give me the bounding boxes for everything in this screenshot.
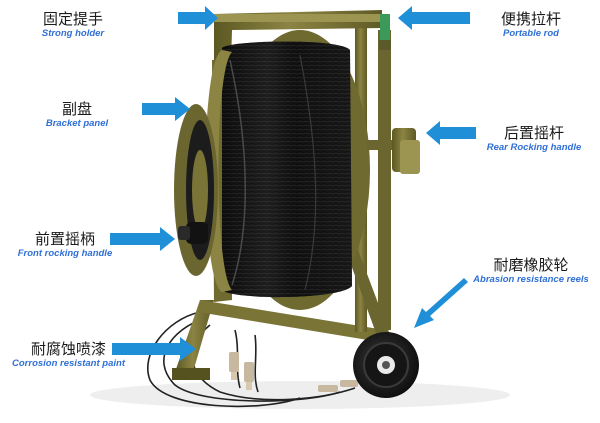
- callout-portable-rod: 便携拉杆 Portable rod: [476, 10, 586, 40]
- callout-en: Portable rod: [503, 28, 559, 39]
- portable-rod: [378, 14, 391, 330]
- callout-zh: 耐磨橡胶轮: [493, 256, 569, 274]
- cable-drum: [222, 41, 352, 298]
- arrow-corrosion-resistant-paint: [112, 337, 196, 361]
- bracket-panel: [174, 104, 218, 276]
- callout-zh: 前置摇柄: [34, 230, 95, 248]
- arrow-abrasion-resistance-reels: [414, 278, 468, 328]
- arrow-rear-rocking-handle: [426, 121, 476, 145]
- callout-arrows: [110, 6, 476, 361]
- callout-en: Strong holder: [41, 28, 105, 39]
- callout-corrosion-resistant-paint: 耐腐蚀喷漆 Corrosion resistant paint: [6, 340, 131, 370]
- front-rocking-handle: [178, 222, 208, 244]
- callout-en: Corrosion resistant paint: [12, 358, 125, 369]
- callout-bracket-panel: 副盘 Bracket panel: [32, 100, 122, 130]
- callout-strong-holder: 固定提手 Strong holder: [28, 10, 118, 40]
- callout-zh: 耐腐蚀喷漆: [30, 340, 106, 358]
- callout-en: Rear Rocking handle: [486, 142, 582, 153]
- callout-en: Front rocking handle: [17, 248, 113, 259]
- arrow-portable-rod: [398, 6, 470, 30]
- rubber-wheel: [353, 332, 419, 398]
- cable-connectors: [229, 352, 358, 392]
- arrow-bracket-panel: [142, 97, 190, 121]
- callout-zh: 固定提手: [42, 10, 103, 28]
- rear-rocking-handle: [367, 128, 420, 174]
- arrow-strong-holder: [178, 6, 218, 30]
- callout-zh: 后置摇杆: [503, 124, 564, 142]
- callout-zh: 副盘: [61, 100, 92, 118]
- callout-abrasion-resistance-reels: 耐磨橡胶轮 Abrasion resistance reels: [466, 256, 596, 286]
- callout-en: Abrasion resistance reels: [473, 274, 589, 285]
- callout-en: Bracket panel: [45, 118, 109, 129]
- arrow-front-rocking-handle: [110, 227, 175, 251]
- callout-front-rocking-handle: 前置摇柄 Front rocking handle: [10, 230, 120, 260]
- callout-zh: 便携拉杆: [500, 10, 561, 28]
- callout-rear-rocking-handle: 后置摇杆 Rear Rocking handle: [474, 124, 594, 154]
